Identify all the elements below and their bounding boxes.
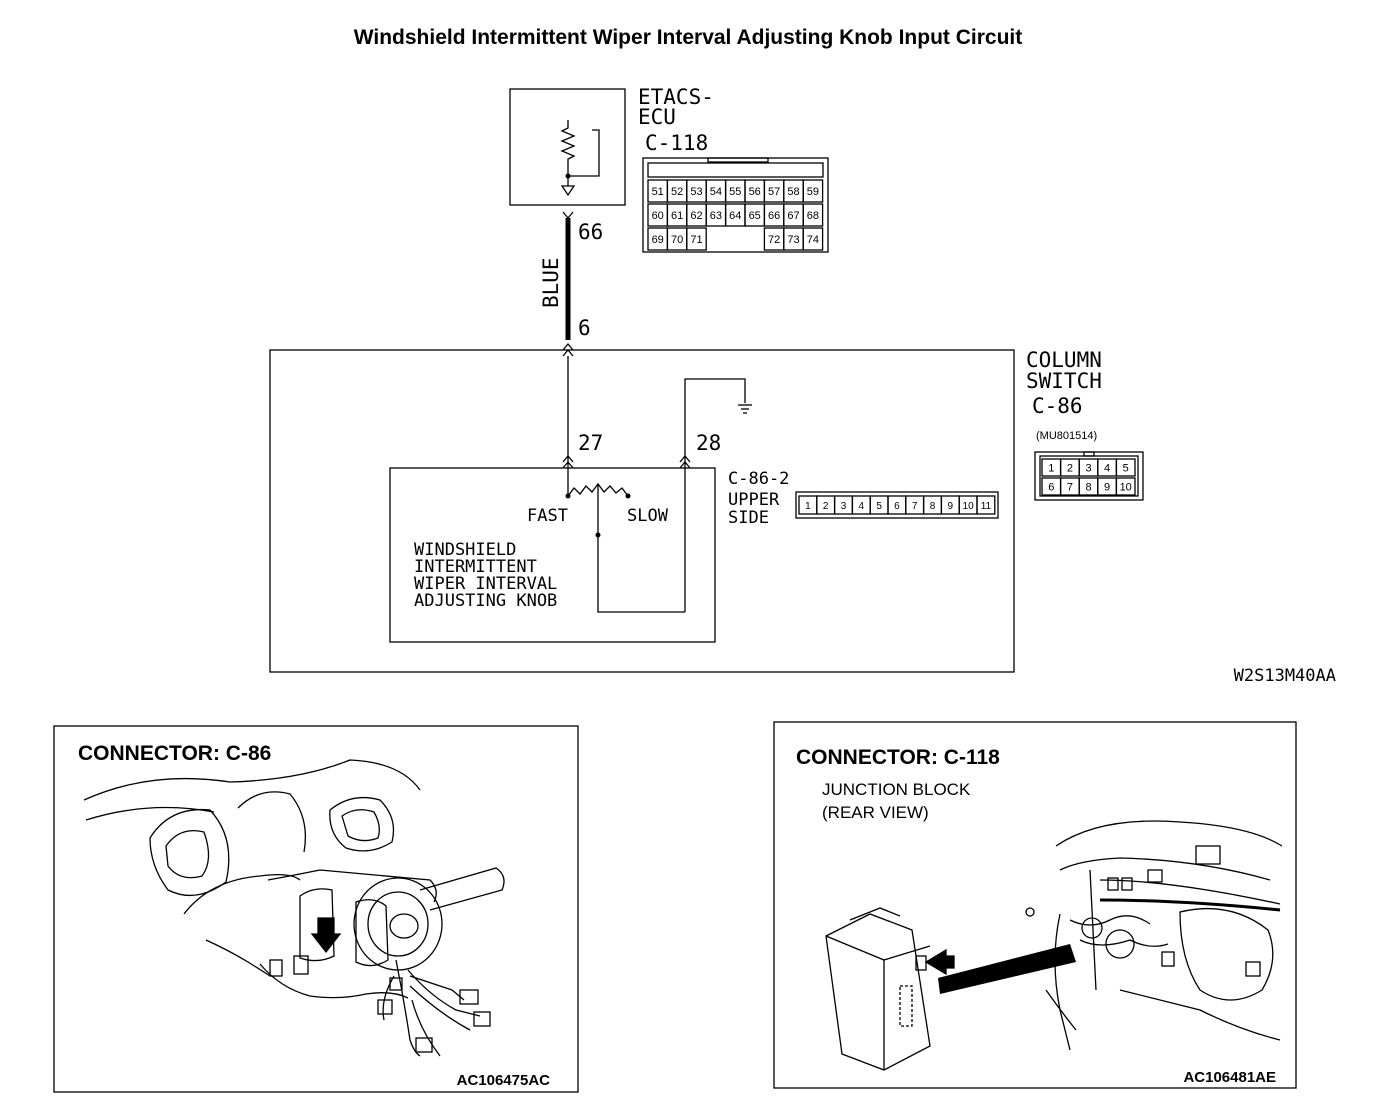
panel-c86: CONNECTOR: C-86 AC106475AC: [53, 725, 579, 1093]
c118-pin-59: 59: [807, 186, 819, 198]
steering-column-illustration: [83, 759, 505, 1057]
c86-pin-7: 7: [1067, 482, 1073, 494]
c86-2-pin-7: 7: [912, 501, 918, 512]
c86-2-pin-4: 4: [859, 501, 865, 512]
adjusting-knob: FAST SLOW WINDSHIELD INTERMITTENT WIPER …: [389, 467, 716, 643]
c86-pin-5-cell: [1115, 458, 1136, 477]
c118-pin-71: 71: [690, 234, 702, 246]
knob-fast-label: FAST: [527, 506, 568, 526]
sub-connector-id: C-86-2: [728, 469, 789, 489]
c118-pin-51: 51: [652, 186, 664, 198]
c86-2-pin-9: 9: [948, 501, 954, 512]
c118-pin-57: 57: [768, 186, 780, 198]
c86-pin-10: 10: [1120, 482, 1132, 494]
terminal-28: 28: [696, 431, 721, 455]
c118-pin-56: 56: [749, 186, 761, 198]
column-switch-connector-id: C-86: [1032, 394, 1083, 418]
c86-2-pin-2: 2: [823, 501, 829, 512]
wire-color-label: BLUE: [539, 257, 563, 308]
c86-pin-2: 2: [1067, 463, 1073, 475]
c118-pin-68: 68: [807, 210, 819, 222]
c118-pin-68-cell: [802, 203, 824, 227]
c118-pin-52: 52: [671, 186, 683, 198]
c118-pin-60: 60: [652, 210, 664, 222]
c86-pin-3: 3: [1085, 463, 1091, 475]
panel-c118-sub-2: (REAR VIEW): [822, 803, 929, 822]
c118-pin-74: 74: [807, 234, 819, 246]
c86-pin-6: 6: [1048, 482, 1054, 494]
c118-pin-61: 61: [671, 210, 683, 222]
c118-pin-62: 62: [690, 210, 702, 222]
c86-2-pin-8: 8: [930, 501, 936, 512]
wire-terminal-66: 66: [578, 220, 603, 244]
c86-pin-10-cell: [1115, 477, 1136, 496]
c118-pin-73: 73: [787, 234, 799, 246]
column-switch-part-number: (MU801514): [1036, 430, 1097, 442]
panel-c118-title: CONNECTOR: C-118: [796, 746, 1000, 769]
knob-name-4: ADJUSTING KNOB: [414, 591, 557, 611]
c118-pin-69: 69: [652, 234, 664, 246]
column-switch: COLUMN SWITCH C-86 (MU801514) 27 28 C-86…: [269, 348, 1102, 673]
c86-2-pin-1: 1: [805, 501, 811, 512]
c118-pin-66: 66: [768, 210, 780, 222]
knob-name-2: INTERMITTENT: [414, 557, 537, 577]
terminal-27: 27: [578, 431, 603, 455]
ecu-label-1: ETACS-: [638, 85, 714, 109]
c86-2-pin-11: 11: [981, 501, 992, 512]
c86-pin-5: 5: [1123, 463, 1129, 475]
panel-c86-title: CONNECTOR: C-86: [78, 742, 271, 765]
wire-terminal-6: 6: [578, 316, 591, 340]
c86-pin-8: 8: [1085, 482, 1091, 494]
panel-c86-code: AC106475AC: [457, 1072, 551, 1089]
c86-pin-1: 1: [1048, 463, 1054, 475]
column-switch-label-1: COLUMN: [1026, 348, 1102, 372]
ecu-label-2: ECU: [638, 105, 676, 129]
c86-2-pin-11-cell: [976, 495, 996, 515]
c118-pin-55: 55: [729, 186, 741, 198]
c118-pin-74-cell: [802, 227, 824, 251]
knob-name-1: WINDSHIELD: [414, 540, 516, 560]
panel-c118-code: AC106481AE: [1183, 1069, 1276, 1086]
column-switch-label-2: SWITCH: [1026, 369, 1102, 393]
junction-block-illustration: [825, 820, 1283, 1071]
c118-pin-64: 64: [729, 210, 741, 222]
sub-connector-label-2: SIDE: [728, 508, 769, 528]
panel-c118: CONNECTOR: C-118 JUNCTION BLOCK (REAR VI…: [773, 721, 1297, 1089]
blue-wire: 66 6 BLUE: [539, 211, 603, 357]
c118-pin-53: 53: [690, 186, 702, 198]
ecu-connector-id: C-118: [645, 131, 708, 155]
c86-2-pin-3: 3: [841, 501, 847, 512]
c118-pin-54: 54: [710, 186, 722, 198]
knob-name-3: WIPER INTERVAL: [414, 574, 557, 594]
etacs-ecu: ETACS- ECU C-118: [509, 85, 714, 206]
diagram-title: Windshield Intermittent Wiper Interval A…: [354, 26, 1023, 49]
c118-pin-63: 63: [710, 210, 722, 222]
c86-2-pin-5: 5: [876, 501, 882, 512]
c118-pin-58: 58: [787, 186, 799, 198]
sub-connector-label-1: UPPER: [728, 490, 780, 510]
c118-pin-70: 70: [671, 234, 683, 246]
figure-code: W2S13M40AA: [1234, 666, 1336, 686]
c118-pin-72: 72: [768, 234, 780, 246]
c118-pin-59-cell: [802, 179, 824, 203]
c86-2-pin-10: 10: [963, 501, 975, 512]
c86-pin-9: 9: [1104, 482, 1110, 494]
c118-pin-67: 67: [787, 210, 799, 222]
c118-pin-block: 51 52 53 54 55 56 57 58 59 60 61 62 63 64 65 66 67 68 69 70…: [642, 157, 829, 253]
panel-c118-sub-1: JUNCTION BLOCK: [822, 780, 971, 799]
c86-2-pin-6: 6: [894, 501, 900, 512]
knob-slow-label: SLOW: [627, 506, 669, 526]
c86-pin-4: 4: [1104, 463, 1110, 475]
c118-pin-65: 65: [749, 210, 761, 222]
c118-pin-71-cell: [686, 227, 707, 251]
